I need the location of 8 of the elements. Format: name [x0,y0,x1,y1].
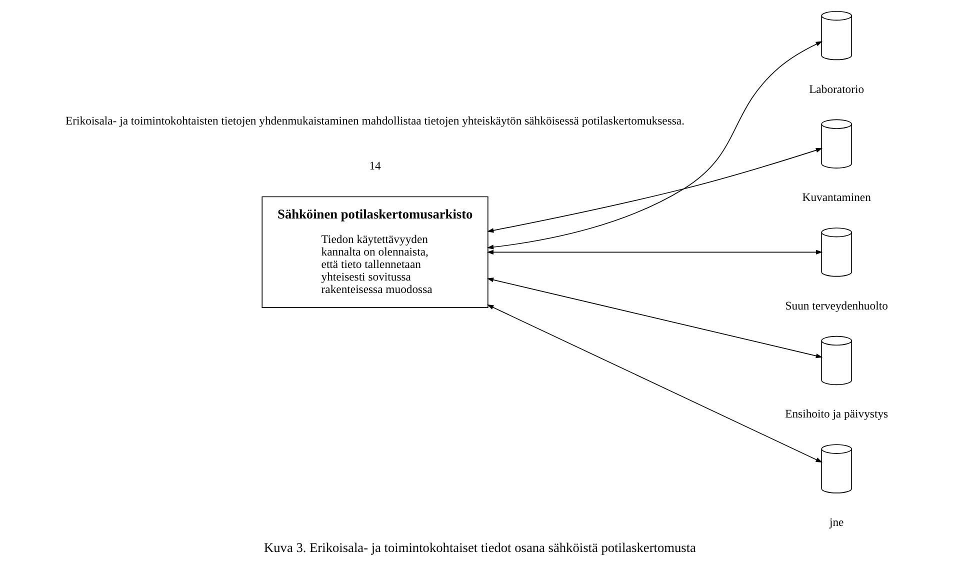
node-label: jne [828,516,844,530]
node-label: Suun terveydenhuolto [784,299,888,312]
label: 14 [368,159,380,172]
label: Erikoisala- ja toimintokohtaisten tietojen yhdenmukaistaminen mahdollistaa tietojen yhteiskäytön sähköisessä potilaskertomuksessa. [65,114,684,128]
caption: Kuva 3. Erikoisala- ja toimintokohtaiset tiedot osana sähköistä potilaskertomusta [264,540,696,555]
node-label: Ensihoito ja päivystys [784,408,888,421]
node-label: Laboratorio [808,82,864,96]
node-label: Kuvantaminen [802,191,870,204]
